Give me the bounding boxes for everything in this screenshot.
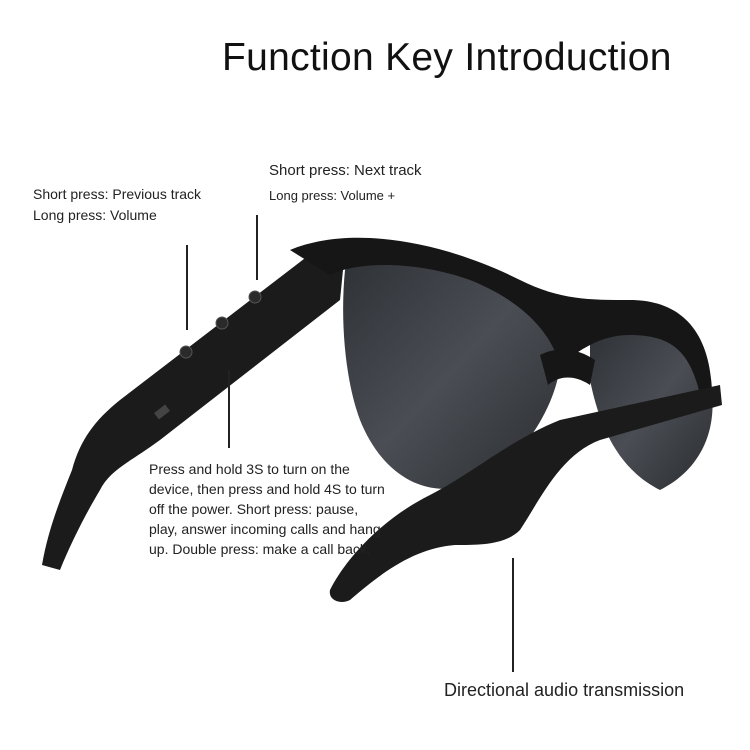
charging-port (154, 404, 170, 420)
right-lens (343, 255, 560, 489)
button-icon (179, 345, 193, 359)
previous-track-callout: Short press: Previous track Long press: … (33, 186, 202, 223)
power-button-callout: Press and hold 3S to turn on the device,… (149, 461, 385, 557)
pointer-line (186, 245, 188, 330)
volume-up-callout: Long press: Volume + (269, 188, 396, 203)
page-title: Function Key Introduction (222, 36, 672, 79)
top-frame (290, 237, 712, 395)
button-icon (215, 316, 229, 330)
right-temple (329, 385, 722, 602)
pointer-line (512, 558, 514, 672)
speaker-callout: Directional audio transmission (444, 680, 685, 700)
pointer-line (256, 215, 258, 280)
nose-bridge (540, 349, 595, 385)
next-track-callout: Short press: Next track (269, 162, 422, 179)
left-temple (42, 248, 345, 570)
button-icon (248, 290, 262, 304)
pointer-line (228, 370, 230, 448)
